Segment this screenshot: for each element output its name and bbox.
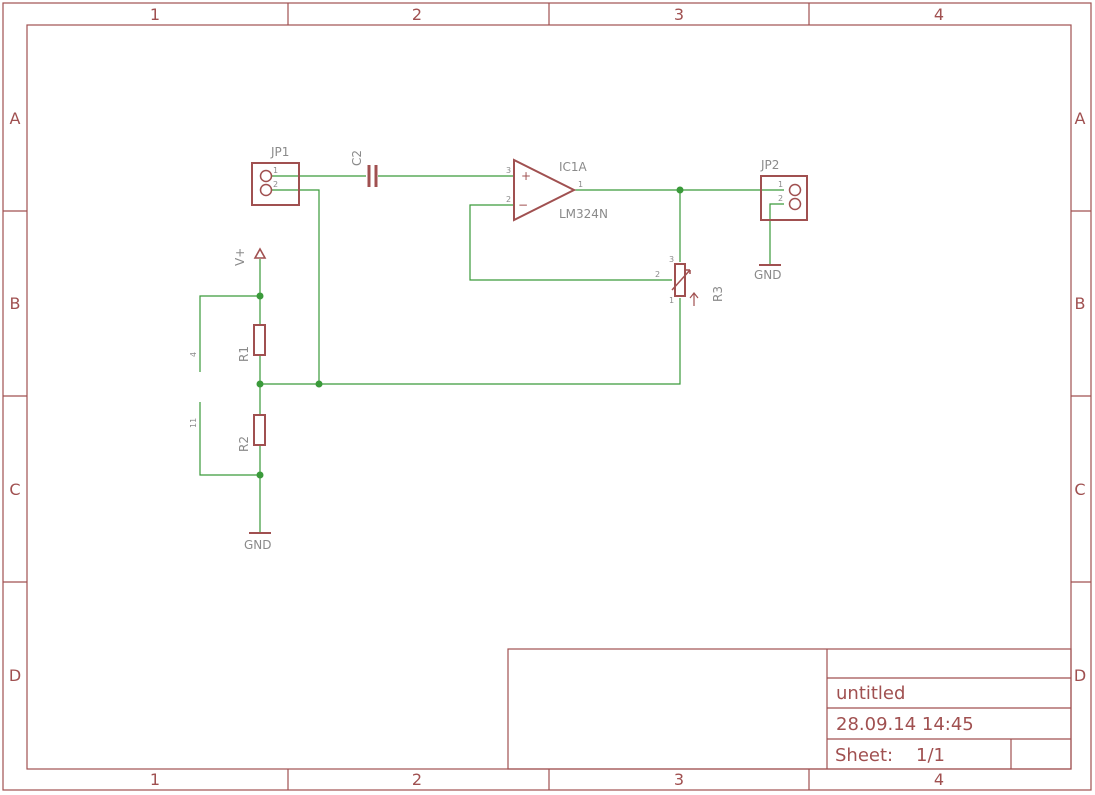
column-label-top: 2 [412,5,422,24]
jp2-label: JP2 [760,158,779,172]
junction-dot [315,380,323,388]
row-label-left: D [9,666,21,685]
connector-jp2[interactable]: JP2 1 2 [760,158,808,221]
title-block-sheet-value: 1/1 [916,745,945,766]
junction-dot [676,186,684,194]
r1-label: R1 [237,346,251,362]
wires [199,175,784,532]
row-label-right: A [1075,109,1086,128]
r3-label: R3 [711,286,725,302]
junction-dot [256,380,264,388]
row-label-left: A [10,109,21,128]
title-block-title: untitled [836,683,905,704]
supply-pin-4: 4 [189,352,198,357]
potentiometer-r3[interactable]: R3 3 2 1 [655,255,725,306]
power-symbol-vplus: V+ 4 11 [189,247,267,428]
jp1-pin-2: 2 [273,180,278,189]
column-label-top: 4 [934,5,944,24]
opamp-plus-sign: + [521,169,531,183]
inner-border [26,24,1072,770]
ground-symbol-right: GND [754,264,782,282]
vplus-label: V+ [233,248,247,266]
connector-jp1[interactable]: JP1 1 2 [251,145,300,206]
ic1a-label: IC1A [559,160,588,174]
opamp-minus-sign: − [518,198,528,212]
junctions [256,186,684,479]
column-label-bottom: 3 [674,770,684,789]
r3-pin-1: 1 [669,296,674,305]
column-label-bottom: 2 [412,770,422,789]
title-block: untitled 28.09.14 14:45 Sheet: 1/1 [507,648,1072,770]
column-label-top: 1 [150,5,160,24]
ic1a-pin-3: 3 [506,166,511,175]
capacitor-c2[interactable]: C2 [350,150,378,187]
jp2-pin-2: 2 [778,194,783,203]
title-block-sheet-label: Sheet: [835,745,893,766]
row-label-right: D [1074,666,1086,685]
r3-pin-2: 2 [655,270,660,279]
resistor-r1[interactable]: R1 [237,324,266,362]
gnd-left-label: GND [244,538,272,552]
ic1a-pin-1: 1 [578,180,583,189]
column-label-bottom: 1 [150,770,160,789]
column-label-bottom: 4 [934,770,944,789]
r2-label: R2 [237,436,251,452]
c2-label: C2 [350,150,364,166]
resistor-r2[interactable]: R2 [237,414,266,452]
junction-dot [256,292,264,300]
row-label-left: B [10,294,21,313]
gnd-right-label: GND [754,268,782,282]
supply-pin-11: 11 [189,418,198,428]
ic1a-pin-2: 2 [506,195,511,204]
opamp-ic1a[interactable]: + − IC1A LM324N 3 2 1 [506,158,608,222]
title-block-date: 28.09.14 14:45 [836,714,974,735]
jp2-pin-1: 1 [778,180,783,189]
jp1-pin-1: 1 [273,166,278,175]
column-label-top: 3 [674,5,684,24]
row-label-left: C [9,480,20,499]
ground-symbol-left: GND [244,532,272,552]
r3-pin-3: 3 [669,255,674,264]
jp1-label: JP1 [270,145,289,159]
row-label-right: B [1075,294,1086,313]
row-label-right: C [1074,480,1085,499]
junction-dot [256,471,264,479]
ic1a-value: LM324N [559,207,608,221]
